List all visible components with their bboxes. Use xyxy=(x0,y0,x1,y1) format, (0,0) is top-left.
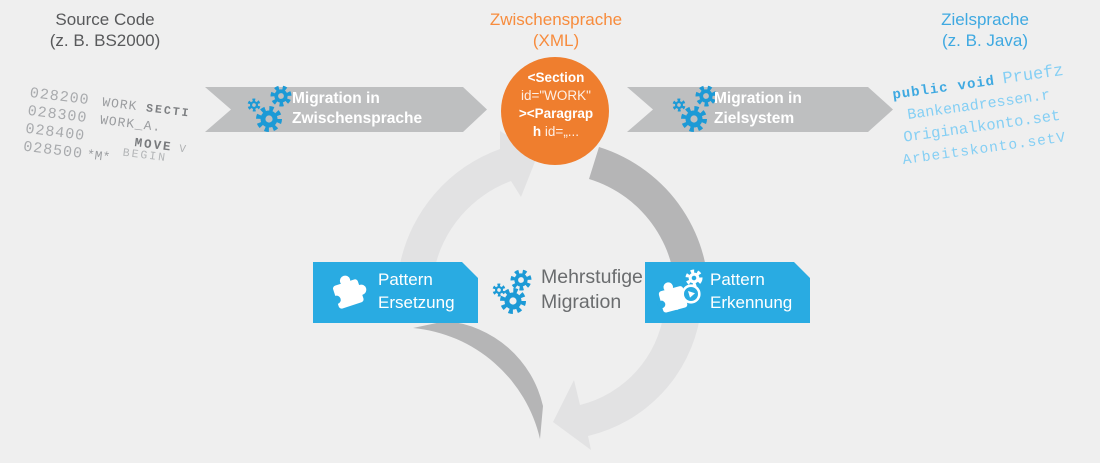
migration-arrow-right-label: Migration in Zielsystem xyxy=(714,90,802,127)
pattern-recognition-box xyxy=(645,262,810,323)
xml-line1: <Section xyxy=(527,70,585,85)
magnifier-icon xyxy=(675,284,701,310)
target-heading-line1: Zielsprache xyxy=(941,10,1029,29)
xml-line3: ><Paragrap xyxy=(518,106,594,121)
source-heading: Source Code (z. B. BS2000) xyxy=(14,9,196,51)
gears-icon-center xyxy=(492,269,532,314)
pattern-replacement-label: Pattern Ersetzung xyxy=(378,270,455,312)
migration-arrow-left-label: Migration in Zwischensprache xyxy=(292,90,423,127)
gears-icon-right-arrow xyxy=(672,85,717,132)
xml-circle-text: <Section id="WORK" ><Paragrap h id=„... xyxy=(501,69,611,141)
target-heading: Zielsprache (z. B. Java) xyxy=(894,9,1076,51)
source-heading-line1: Source Code xyxy=(55,10,155,29)
cycle-arrow-bottom-right xyxy=(553,312,700,450)
xml-circle xyxy=(501,57,609,165)
target-heading-line2: (z. B. Java) xyxy=(942,31,1028,50)
intermediate-heading-line1: Zwischensprache xyxy=(489,10,623,29)
gear-icon xyxy=(685,269,703,287)
intermediate-heading: Zwischensprache (XML) xyxy=(465,9,647,51)
pattern-search-icon xyxy=(657,269,703,313)
pattern-recognition-label: Pattern Erkennung xyxy=(710,270,793,312)
cycle-arc-bottom-left xyxy=(413,321,543,439)
cycle-center-label: Mehrstufige Migration xyxy=(541,266,643,313)
pattern-replacement-box xyxy=(313,262,478,323)
puzzle-icon xyxy=(332,275,367,309)
intermediate-heading-line2: (XML) xyxy=(532,31,580,50)
source-heading-line2: (z. B. BS2000) xyxy=(49,31,161,50)
xml-line2: id="WORK" xyxy=(521,88,591,103)
gears-icon-left-arrow xyxy=(247,85,292,132)
cycle-arrow-top-left xyxy=(400,131,538,271)
xml-line4: h id=„... xyxy=(532,124,580,139)
